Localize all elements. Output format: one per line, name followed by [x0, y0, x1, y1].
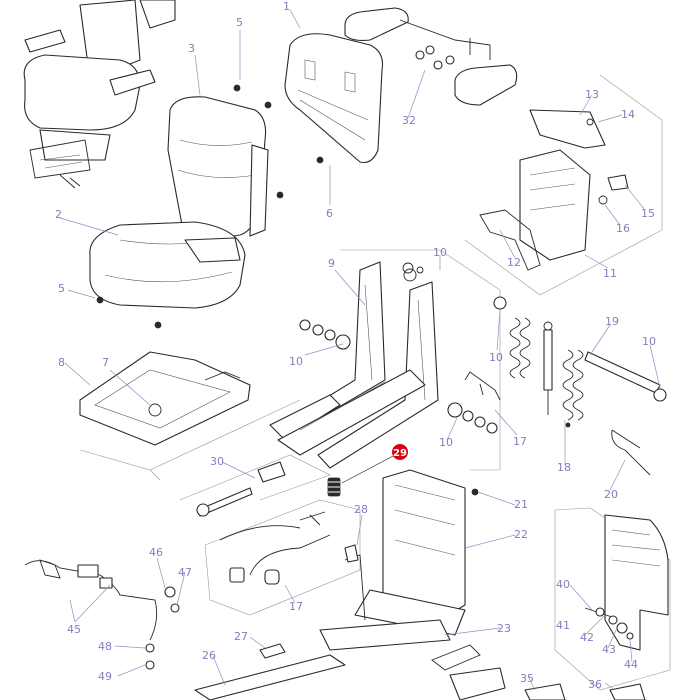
callout-15: 15 — [641, 207, 655, 220]
callout-30: 30 — [210, 455, 224, 468]
callout-32: 32 — [402, 114, 416, 127]
callout-46: 46 — [149, 546, 163, 559]
callout-2: 2 — [55, 208, 62, 221]
callout-7: 7 — [102, 356, 109, 369]
seat-back-cushion — [167, 96, 269, 241]
callout-29: 29 — [393, 448, 407, 459]
main-support-bracket — [269, 261, 439, 469]
callout-27: 27 — [234, 630, 248, 643]
slide-rails — [194, 643, 646, 700]
callout-13: 13 — [585, 88, 599, 101]
callout-labels: 1 2 3 5 5 6 7 8 9 10 10 10 10 10 11 12 1… — [55, 0, 656, 691]
seat-cushion — [89, 221, 246, 309]
callout-44: 44 — [624, 658, 638, 671]
callout-10d: 10 — [642, 335, 656, 348]
base-frame — [319, 469, 481, 671]
roller-bushings — [299, 262, 501, 434]
callout-10a: 10 — [433, 246, 447, 259]
callout-23: 23 — [497, 622, 511, 635]
wiring-harness — [24, 559, 180, 670]
callout-22: 22 — [514, 528, 528, 541]
callout-5b: 5 — [58, 282, 65, 295]
springs-and-damper — [493, 296, 667, 476]
callout-41: 41 — [556, 619, 570, 632]
callout-3: 3 — [188, 42, 195, 55]
fasteners — [96, 84, 571, 496]
callout-35: 35 — [520, 672, 534, 685]
suspension-bracket — [479, 109, 629, 271]
callout-43: 43 — [602, 643, 616, 656]
callout-42: 42 — [580, 631, 594, 644]
callout-49: 49 — [98, 670, 112, 683]
callout-1: 1 — [283, 0, 290, 13]
callout-9: 9 — [328, 257, 335, 270]
cable-parts-17 — [219, 511, 331, 585]
seat-assembly — [23, 0, 176, 189]
callout-21: 21 — [514, 498, 528, 511]
group-outline-30 — [179, 454, 331, 501]
spring-part-29 — [327, 454, 396, 497]
callout-28: 28 — [354, 503, 368, 516]
callout-12: 12 — [507, 256, 521, 269]
callout-10e: 10 — [439, 436, 453, 449]
bolt-assembly-30 — [196, 461, 286, 517]
group-outline-lower-frame — [79, 399, 301, 481]
callout-36: 36 — [588, 678, 602, 691]
callout-16: 16 — [616, 222, 630, 235]
callout-17b: 17 — [289, 600, 303, 613]
callout-19: 19 — [605, 315, 619, 328]
callout-47: 47 — [178, 566, 192, 579]
callout-40: 40 — [556, 578, 570, 591]
callout-26: 26 — [202, 649, 216, 662]
callout-17a: 17 — [513, 435, 527, 448]
callout-20: 20 — [604, 488, 618, 501]
seat-pan — [79, 351, 251, 446]
callout-14: 14 — [621, 108, 635, 121]
callout-11: 11 — [603, 267, 617, 280]
group-outline-10-bracket — [340, 249, 501, 471]
group-outline-17 — [204, 499, 361, 616]
callout-10c: 10 — [489, 351, 503, 364]
callout-5a: 5 — [236, 16, 243, 29]
callout-18: 18 — [557, 461, 571, 474]
armrest-assembly — [344, 7, 518, 106]
group-outline-11-bracket — [464, 74, 663, 296]
callout-10b: 10 — [289, 355, 303, 368]
callout-45: 45 — [67, 623, 81, 636]
callout-29-highlighted: 29 — [392, 444, 408, 460]
callout-8: 8 — [58, 356, 65, 369]
backrest-frame — [284, 33, 384, 164]
leader-lines — [59, 9, 661, 691]
callout-48: 48 — [98, 640, 112, 653]
group-outline-40 — [554, 507, 671, 691]
callout-6: 6 — [326, 207, 333, 220]
side-plate-40 — [584, 514, 669, 651]
